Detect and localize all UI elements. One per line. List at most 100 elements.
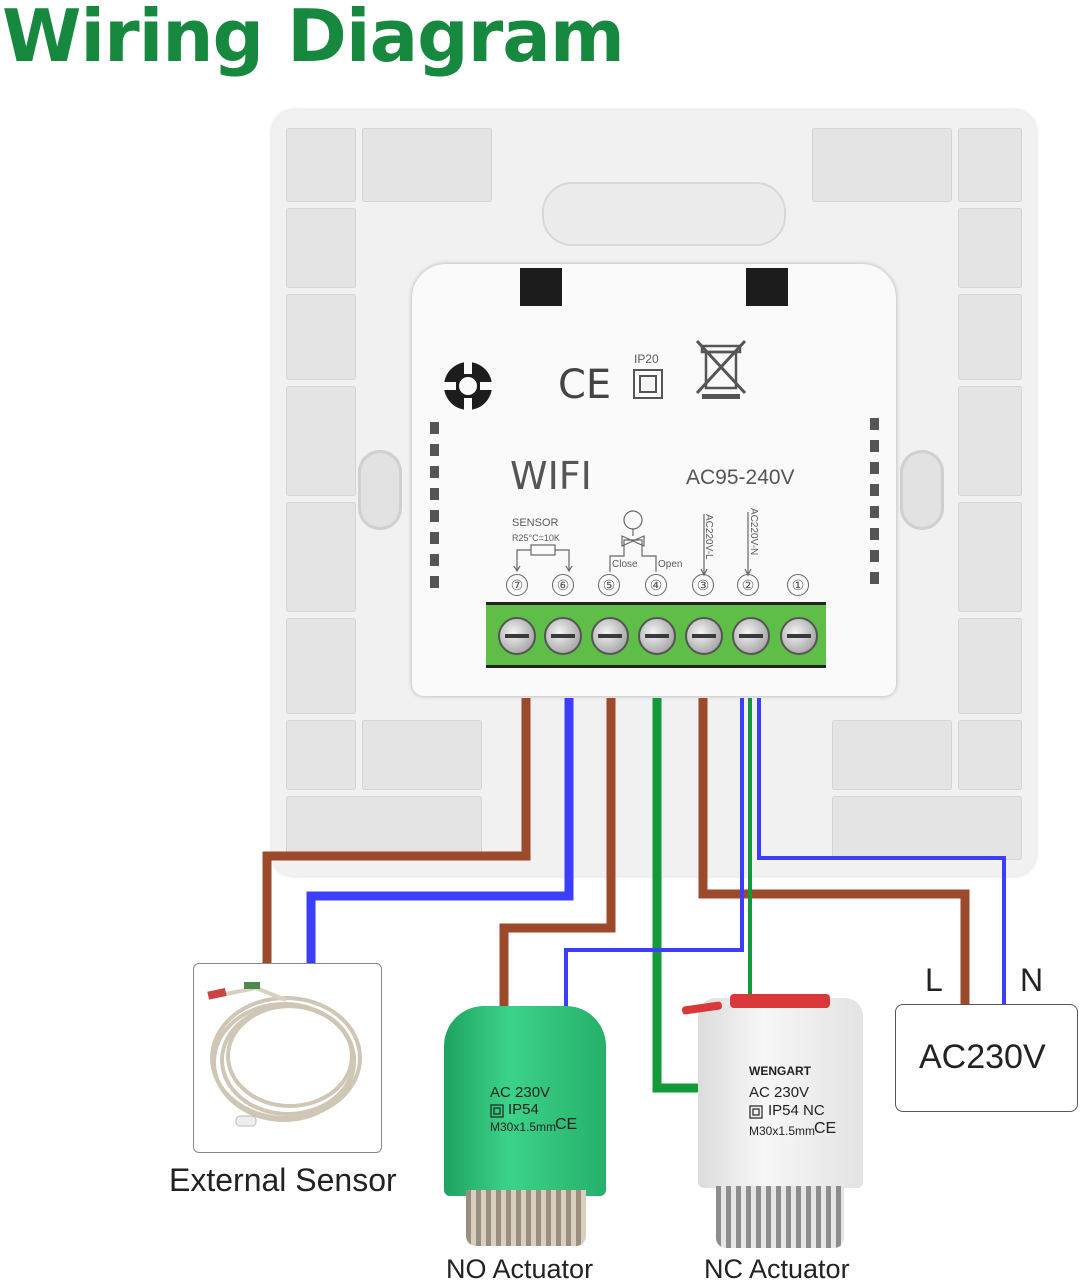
page-title: Wiring Diagram [2, 0, 625, 78]
vent [430, 444, 439, 456]
vent [870, 550, 879, 562]
ip-rating: IP20 [634, 352, 659, 366]
vent [430, 510, 439, 522]
terminal-screw-6[interactable] [544, 617, 582, 655]
nc-act-ip: IP54 NC [768, 1102, 825, 1119]
no-actuator [444, 1006, 606, 1196]
vent [430, 554, 439, 566]
no-act-ce: CE [555, 1116, 578, 1133]
terminal-number-1: ① [787, 574, 809, 596]
nc-actuator [698, 998, 863, 1188]
plate-cell [958, 208, 1022, 288]
wire-n-blue [757, 698, 1006, 1004]
plate-cell [958, 386, 1022, 496]
plate-cell [286, 720, 356, 790]
terminal-number-7: ⑦ [506, 574, 528, 596]
neutral-label: N [1020, 962, 1044, 998]
plate-cell [958, 128, 1022, 202]
plate-cell [958, 502, 1022, 612]
plate-cell [362, 720, 482, 790]
plate-cell [286, 128, 356, 202]
wire-l-brown [698, 698, 970, 1004]
plate-cell [812, 128, 952, 202]
plate-cell [832, 796, 1022, 860]
valve-motor-icon [609, 510, 657, 572]
terminal-number-3: ③ [692, 574, 714, 596]
terminal-screw-4[interactable] [638, 617, 676, 655]
vent [870, 572, 879, 584]
terminal-block [486, 602, 826, 668]
plate-cell [286, 618, 356, 714]
vent [870, 484, 879, 496]
sensor-spec: R25°C=10K [512, 533, 560, 543]
plate-cell [958, 618, 1022, 714]
double-insulation-icon [633, 369, 663, 399]
nc-actuator-label: NC Actuator [704, 1254, 850, 1284]
wire-sensor-brown [262, 698, 531, 966]
sensor-resistor-icon [513, 544, 573, 573]
vent [870, 506, 879, 518]
vent [870, 462, 879, 474]
external-sensor-label: External Sensor [169, 1162, 397, 1198]
plate-cell [286, 386, 356, 496]
plate-cell [286, 208, 356, 288]
no-actuator-base [466, 1190, 586, 1246]
vent [430, 488, 439, 500]
plate-cell [958, 720, 1022, 790]
vent [870, 418, 879, 430]
n-terminal-label: AC220V-N [748, 508, 759, 556]
vent [430, 532, 439, 544]
nc-act-ce: CE [814, 1120, 837, 1137]
no-act-voltage: AC 230V [490, 1084, 551, 1101]
clip-right [746, 268, 788, 306]
wire-common-green [652, 698, 712, 1093]
ce-mark: CE [558, 362, 612, 408]
l-terminal-label: AC220V-L [703, 514, 714, 560]
nc-actuator-base [716, 1186, 844, 1248]
line-label: L [925, 962, 943, 998]
vent [870, 440, 879, 452]
terminal-screw-2[interactable] [732, 617, 770, 655]
terminal-number-4: ④ [645, 574, 667, 596]
vent [430, 422, 439, 434]
clip-left [520, 268, 562, 306]
nc-act-voltage: AC 230V [749, 1084, 810, 1101]
nc-act-brand: WENGART [749, 1064, 811, 1078]
terminal-screw-7[interactable] [498, 617, 536, 655]
terminal-screw-1[interactable] [780, 617, 818, 655]
weee-bin-icon [695, 339, 747, 399]
vent [430, 466, 439, 478]
plate-cell [286, 796, 482, 860]
wire-no-brown [499, 698, 616, 1010]
terminal-number-6: ⑥ [552, 574, 574, 596]
plate-cell [286, 294, 356, 380]
terminal-screw-5[interactable] [591, 617, 629, 655]
ac-supply-box [895, 1004, 1078, 1112]
rotate-knob-icon [442, 360, 494, 412]
vent [870, 528, 879, 540]
wifi-label: WIFI [510, 454, 592, 498]
no-act-thread: M30x1.5mm [490, 1120, 557, 1134]
double-insulation-icon [749, 1105, 763, 1119]
mounting-hole-right [900, 450, 944, 530]
mounting-hole-left [358, 450, 402, 530]
ac-supply-label: AC230V [919, 1038, 1046, 1076]
vent [430, 576, 439, 588]
wire-no-blue [564, 698, 744, 1010]
terminal-number-2: ② [737, 574, 759, 596]
plate-cell [832, 720, 952, 790]
sensor-legend: SENSOR [512, 517, 559, 529]
terminal-number-5: ⑤ [598, 574, 620, 596]
sensor-cable-icon [207, 982, 362, 1127]
terminal-screw-3[interactable] [685, 617, 723, 655]
nc-actuator-red-cap [730, 994, 830, 1008]
plate-cell [362, 128, 492, 202]
nc-act-thread: M30x1.5mm [749, 1124, 816, 1138]
no-actuator-label: NO Actuator [446, 1254, 594, 1284]
plate-cell [286, 502, 356, 612]
close-label: Close [612, 559, 638, 570]
plate-cell [958, 294, 1022, 380]
no-act-ip: IP54 [508, 1101, 539, 1118]
double-insulation-icon [490, 1104, 504, 1118]
